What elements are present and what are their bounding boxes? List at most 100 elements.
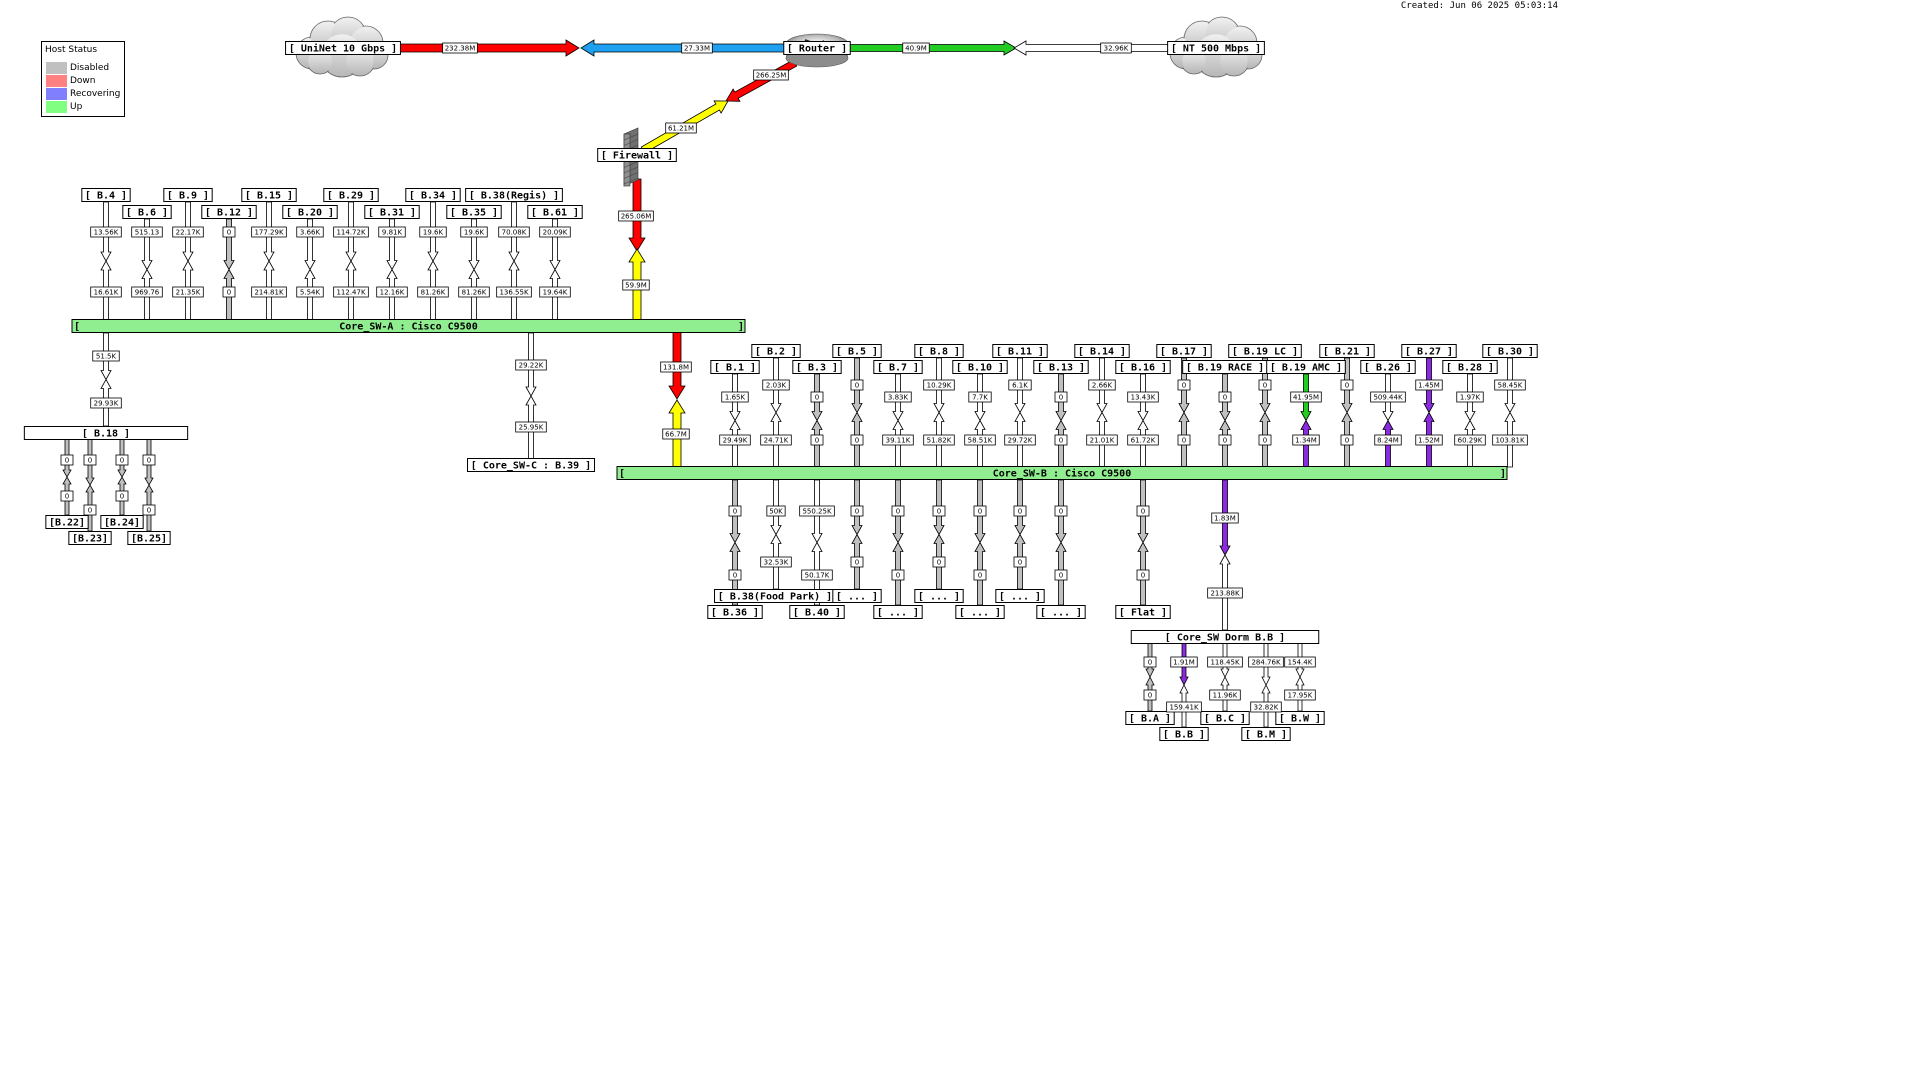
- link-label-box: [60, 490, 74, 502]
- link-label-box: [296, 286, 324, 298]
- link-label-box: [515, 359, 547, 371]
- link-label: 29.93K: [90, 397, 122, 409]
- link-label-box: [1054, 569, 1068, 581]
- core-a-bar: Core_SW-A : Cisco C9500[]: [71, 319, 746, 333]
- link-label-box: [1340, 379, 1354, 391]
- node-core-b-lower: [ B.36 ]: [707, 605, 763, 619]
- node-box: [1130, 630, 1320, 644]
- node-box: [873, 605, 923, 619]
- link-label: 25.95K: [515, 421, 547, 433]
- link-label-box: [131, 226, 163, 238]
- link-label-text: 509.44K: [1373, 394, 1402, 402]
- link-label-box: [1456, 391, 1484, 403]
- node-core-a-branch: [ B.29 ]: [323, 188, 379, 202]
- link-label: 213.88K: [1207, 587, 1243, 599]
- link-label: 265.06M: [618, 210, 654, 222]
- node-label: [ B.20 ]: [286, 208, 334, 219]
- link-label-text: 0: [88, 507, 92, 515]
- node-box: [1036, 605, 1086, 619]
- link-label-box: [1370, 391, 1406, 403]
- link-label-box: [766, 505, 786, 517]
- node-label: [ Router ]: [787, 44, 847, 55]
- node-box: [1125, 711, 1175, 725]
- node-label: [ B.18 ]: [82, 429, 130, 440]
- link-label-text: 266.25M: [756, 72, 787, 80]
- node-box: [1115, 360, 1171, 374]
- node-box: [1115, 605, 1171, 619]
- link-label: 21.01K: [1086, 434, 1118, 446]
- node-box: [1074, 344, 1130, 358]
- link-label: 17.95K: [1284, 689, 1316, 701]
- link-label: 0: [1340, 379, 1354, 391]
- link-label: 0: [891, 569, 905, 581]
- link-label-box: [891, 505, 905, 517]
- nodes-layer: [ UniNet 10 Gbps ][ Router ][ NT 500 Mbp…: [23, 41, 1538, 741]
- node-core-b-upper: [ B.17 ]: [1156, 344, 1212, 358]
- node-label: [ B.3 ]: [796, 363, 838, 374]
- link-label-text: 0: [1148, 692, 1152, 700]
- link-label-text: 0: [147, 457, 151, 465]
- node-box: [1442, 360, 1498, 374]
- core-b-bar: Core_SW-B : Cisco C9500[]: [616, 466, 1508, 480]
- router-to-nt-arrow: [846, 40, 1017, 56]
- link-label-text: 58.45K: [1498, 382, 1523, 390]
- link-label-text: 0: [855, 559, 859, 567]
- link-label: 0: [1054, 434, 1068, 446]
- node-label: [ ... ]: [877, 608, 919, 619]
- link-label: 1.65K: [721, 391, 749, 403]
- link-label-box: [458, 286, 490, 298]
- link-label: 515.13: [131, 226, 163, 238]
- link-label-box: [1127, 434, 1159, 446]
- link-label: 0: [1013, 505, 1027, 517]
- link-label-text: 0: [937, 508, 941, 516]
- link-label: 550.25K: [799, 505, 835, 517]
- link-label: 19.6K: [419, 226, 447, 238]
- router-to-firewall-arrow: [725, 59, 798, 102]
- link-label-text: 1.52M: [1418, 437, 1440, 445]
- link-label-text: 213.88K: [1210, 590, 1239, 598]
- link-label: 58.51K: [964, 434, 996, 446]
- link-label: 118.45K: [1207, 656, 1243, 668]
- link-label-text: 0: [855, 382, 859, 390]
- core-a-branch-link-a: [468, 218, 480, 271]
- node-box: [282, 205, 338, 219]
- link-label: 3.66K: [296, 226, 324, 238]
- link-label-text: 969.76: [135, 289, 160, 297]
- link-label-box: [222, 286, 236, 298]
- link-label-box: [719, 434, 751, 446]
- switch-bars-layer: Core_SW-A : Cisco C9500[] Core_SW-B : Cis…: [71, 319, 1508, 480]
- link-label-text: 136.55K: [499, 289, 528, 297]
- link-label-text: 19.6K: [464, 229, 485, 237]
- node-core-b-upper: [ B.1 ]: [710, 360, 760, 374]
- node-label: [B.25]: [131, 534, 167, 545]
- legend-item-up: Up: [46, 101, 82, 113]
- link-label-box: [172, 286, 204, 298]
- node-label: [B.22]: [49, 518, 85, 529]
- node-core-b-upper: [ B.16 ]: [1115, 360, 1171, 374]
- link-label-box: [1374, 434, 1402, 446]
- node-core-b-upper: [ B.14 ]: [1074, 344, 1130, 358]
- node-label: [ B.1 ]: [714, 363, 756, 374]
- link-label: 2.66K: [1088, 379, 1116, 391]
- node-label: [ B.13 ]: [1037, 363, 1085, 374]
- link-label-box: [442, 42, 478, 54]
- icons-layer: [295, 16, 1263, 187]
- link-label-box: [90, 397, 122, 409]
- link-label-box: [92, 350, 120, 362]
- link-label-box: [1284, 689, 1316, 701]
- link-label: 0: [222, 286, 236, 298]
- core-a-branch-link-a: [141, 218, 153, 271]
- link-label-box: [83, 504, 97, 516]
- link-label-box: [1004, 434, 1036, 446]
- link-label: 32.96K: [1100, 42, 1132, 54]
- node-label: [ B.14 ]: [1078, 347, 1126, 358]
- link-label-box: [1086, 434, 1118, 446]
- link-label: 2.03K: [762, 379, 790, 391]
- link-label-text: 27.33M: [684, 45, 710, 53]
- link-label-box: [1218, 391, 1232, 403]
- link-label-text: 114.72K: [336, 229, 365, 237]
- node-box: [914, 344, 964, 358]
- link-label-box: [622, 279, 650, 291]
- link-label-box: [882, 434, 914, 446]
- node-core-b-upper: [ B.19 LC ]: [1228, 344, 1302, 358]
